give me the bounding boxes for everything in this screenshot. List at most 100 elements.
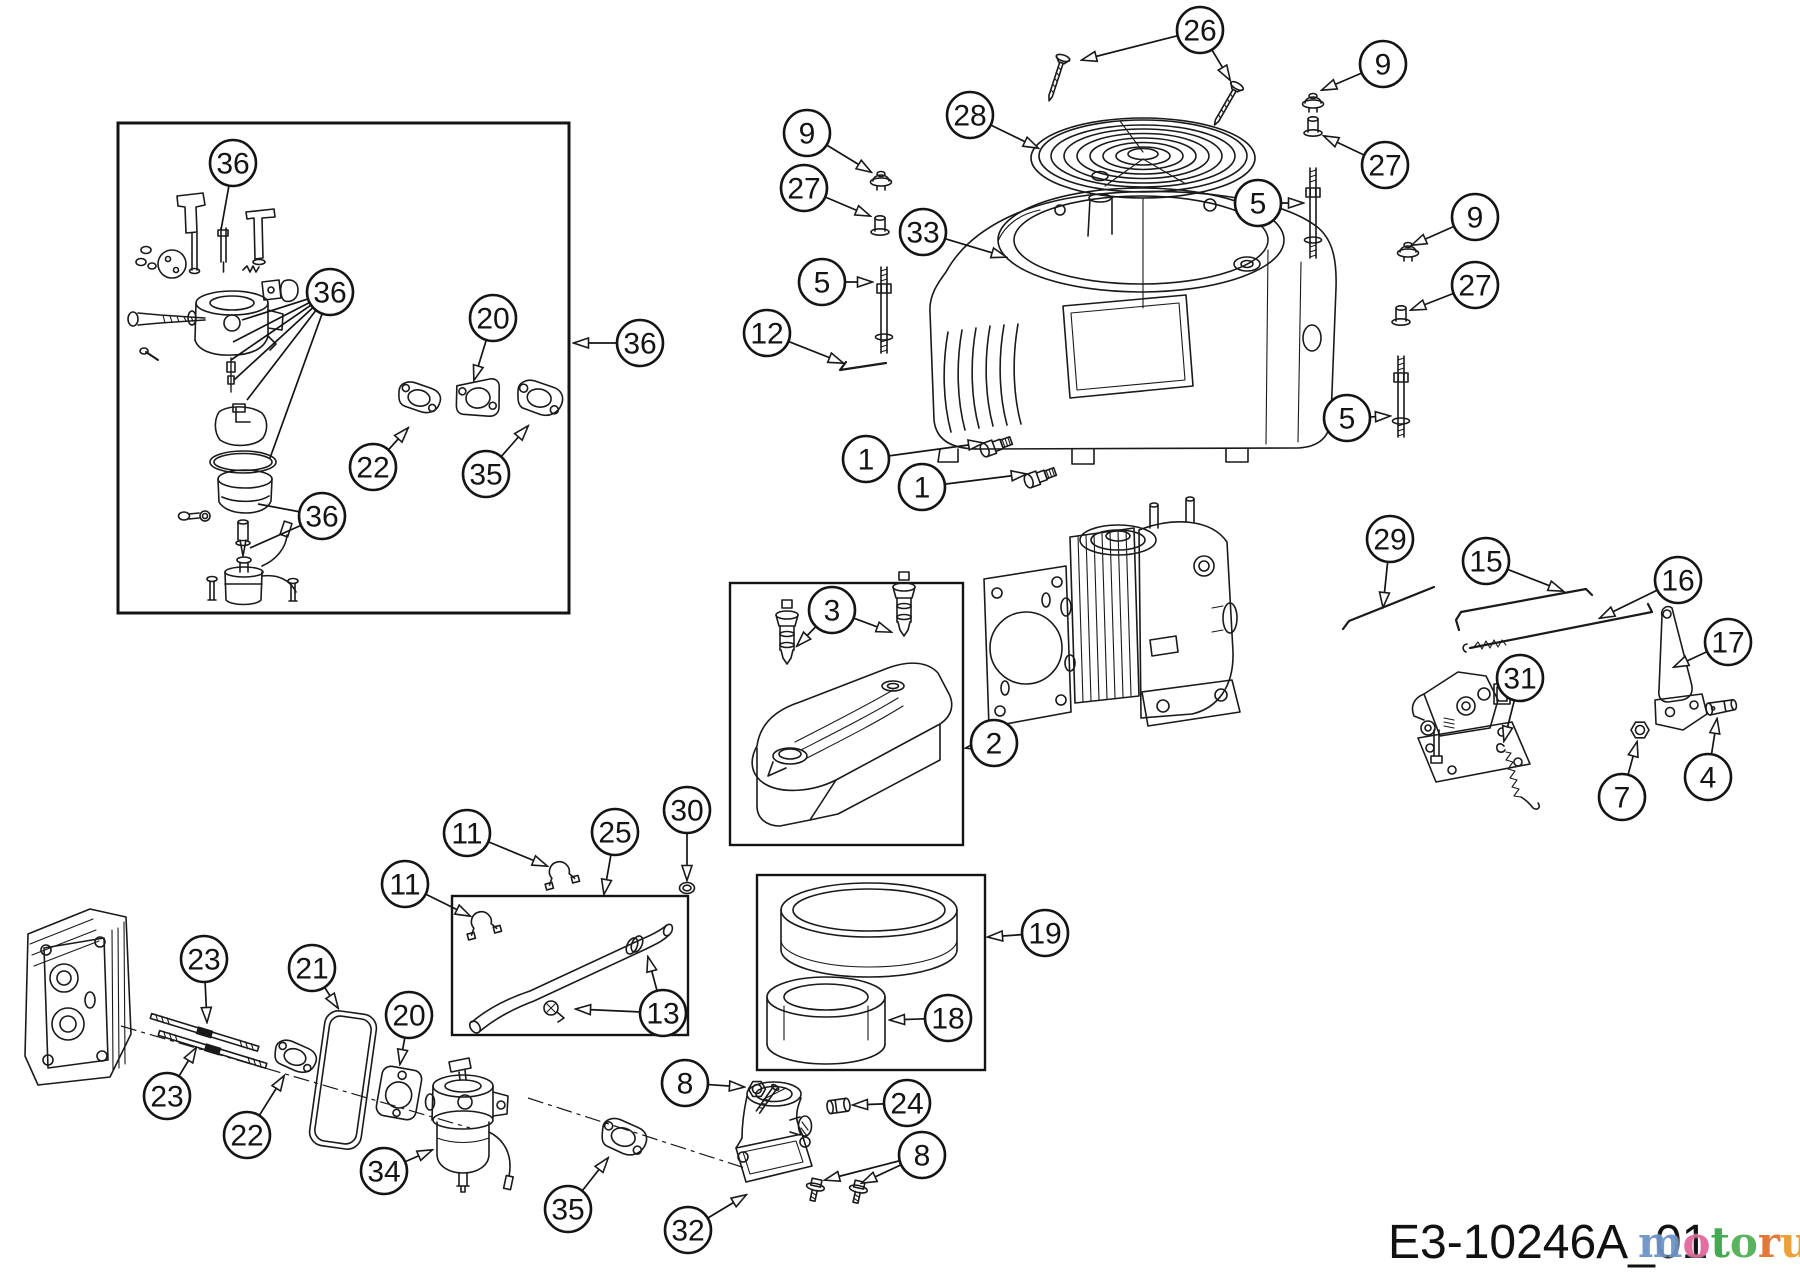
svg-text:3: 3 <box>824 595 841 628</box>
callout-32: 32 <box>663 1205 713 1255</box>
leader-line <box>220 185 230 231</box>
callout-9: 9 <box>782 108 832 158</box>
callout-11: 11 <box>442 808 492 858</box>
svg-text:17: 17 <box>1711 627 1744 660</box>
svg-text:34: 34 <box>367 1156 400 1189</box>
leader-line <box>257 503 300 513</box>
grommet-cap-drawing <box>1396 241 1420 262</box>
watermark-letter: t <box>1710 1218 1730 1267</box>
leader-line <box>233 306 314 381</box>
leader-line <box>1712 719 1717 755</box>
callout-36: 36 <box>615 318 665 368</box>
governor-lever-drawing <box>1654 605 1708 731</box>
leader-line <box>1082 34 1178 60</box>
leader-line <box>788 340 843 363</box>
carburetor-detail-box <box>116 121 571 615</box>
intake-elbow-drawing <box>735 1081 813 1183</box>
svg-text:23: 23 <box>187 944 220 977</box>
valve-cover-gasket-drawing <box>308 1010 378 1150</box>
svg-text:8: 8 <box>677 1068 694 1101</box>
callout-11: 11 <box>380 859 430 909</box>
leader-line <box>1504 700 1516 741</box>
callout-1: 1 <box>841 434 891 484</box>
callout-19: 19 <box>1020 908 1070 958</box>
svg-text:18: 18 <box>931 1003 964 1036</box>
stud-bolt-drawing <box>874 266 894 354</box>
hose-clamp-drawing <box>466 910 503 941</box>
svg-text:33: 33 <box>906 217 939 250</box>
blower-housing-drawing <box>929 187 1337 465</box>
leader-line <box>1369 416 1390 417</box>
svg-text:2: 2 <box>986 728 1003 761</box>
leader-line <box>400 1037 405 1064</box>
leader-line <box>990 124 1038 148</box>
svg-text:20: 20 <box>476 303 509 336</box>
carb-spacer-gasket-drawing <box>455 378 501 417</box>
svg-text:30: 30 <box>670 795 703 828</box>
leader-line <box>826 144 871 172</box>
head-stud-drawing <box>157 1029 268 1069</box>
leader-line <box>474 339 488 380</box>
callout-36: 36 <box>208 138 258 188</box>
svg-text:28: 28 <box>953 100 986 133</box>
leader-line <box>323 986 338 1008</box>
fan-screen-drawing <box>1030 117 1256 309</box>
leader-line <box>825 1159 900 1180</box>
leader-line <box>500 426 528 458</box>
leader-line <box>1600 589 1658 618</box>
air-filter-box <box>755 873 987 1072</box>
callout-30: 30 <box>662 785 712 835</box>
callout-27: 27 <box>1450 260 1500 310</box>
screw-drawing <box>1213 80 1245 126</box>
svg-text:35: 35 <box>469 459 502 492</box>
svg-text:12: 12 <box>750 318 783 351</box>
leader-line <box>944 237 1006 257</box>
svg-text:9: 9 <box>1375 49 1392 82</box>
svg-text:25: 25 <box>598 817 631 850</box>
svg-text:5: 5 <box>1339 403 1356 436</box>
callout-27: 27 <box>779 163 829 213</box>
svg-text:22: 22 <box>230 1120 263 1153</box>
leader-line <box>1628 742 1637 776</box>
callout-5: 5 <box>1233 178 1283 228</box>
svg-text:32: 32 <box>671 1215 704 1248</box>
callout-8: 8 <box>660 1058 710 1108</box>
callout-25: 25 <box>590 807 640 857</box>
callout-7: 7 <box>1597 772 1647 822</box>
callout-2: 2 <box>969 718 1019 768</box>
leader-line <box>944 474 1026 485</box>
hose-clamp-drawing <box>544 860 581 891</box>
stud-bolt-drawing <box>1391 355 1411 438</box>
svg-text:19: 19 <box>1028 918 1061 951</box>
spacer-sleeve-drawing <box>1303 116 1323 138</box>
callout-26: 26 <box>1175 5 1225 55</box>
leader-line <box>230 304 312 361</box>
watermark-letter: o <box>1682 1218 1711 1267</box>
fuel-valve-drawing <box>775 599 799 665</box>
watermark-letter: r <box>1757 1218 1781 1267</box>
callout-4: 4 <box>1683 752 1733 802</box>
leader-line <box>824 196 870 216</box>
svg-text:5: 5 <box>1250 188 1267 221</box>
head-stud-drawing <box>149 1012 260 1052</box>
svg-text:5: 5 <box>814 267 831 300</box>
leader-line <box>797 625 817 646</box>
spacer-sleeve-drawing <box>870 215 890 237</box>
svg-text:24: 24 <box>890 1088 923 1121</box>
cylinder-block-drawing <box>983 496 1241 728</box>
leader-line <box>604 854 611 894</box>
leader-line <box>1412 225 1455 245</box>
leader-line <box>205 981 207 1022</box>
callout-35: 35 <box>543 1184 593 1234</box>
part-code: E3-10246A_01 <box>1388 1216 1708 1269</box>
callout-22: 22 <box>348 442 398 492</box>
svg-text:20: 20 <box>392 1000 425 1033</box>
carb-gasket-drawing <box>398 381 442 414</box>
callout-13: 13 <box>638 988 688 1038</box>
leader-line <box>707 1085 744 1087</box>
svg-text:21: 21 <box>295 953 328 986</box>
svg-text:31: 31 <box>1503 663 1536 696</box>
callout-33: 33 <box>898 207 948 257</box>
assembly-axis-line <box>120 1025 471 1129</box>
